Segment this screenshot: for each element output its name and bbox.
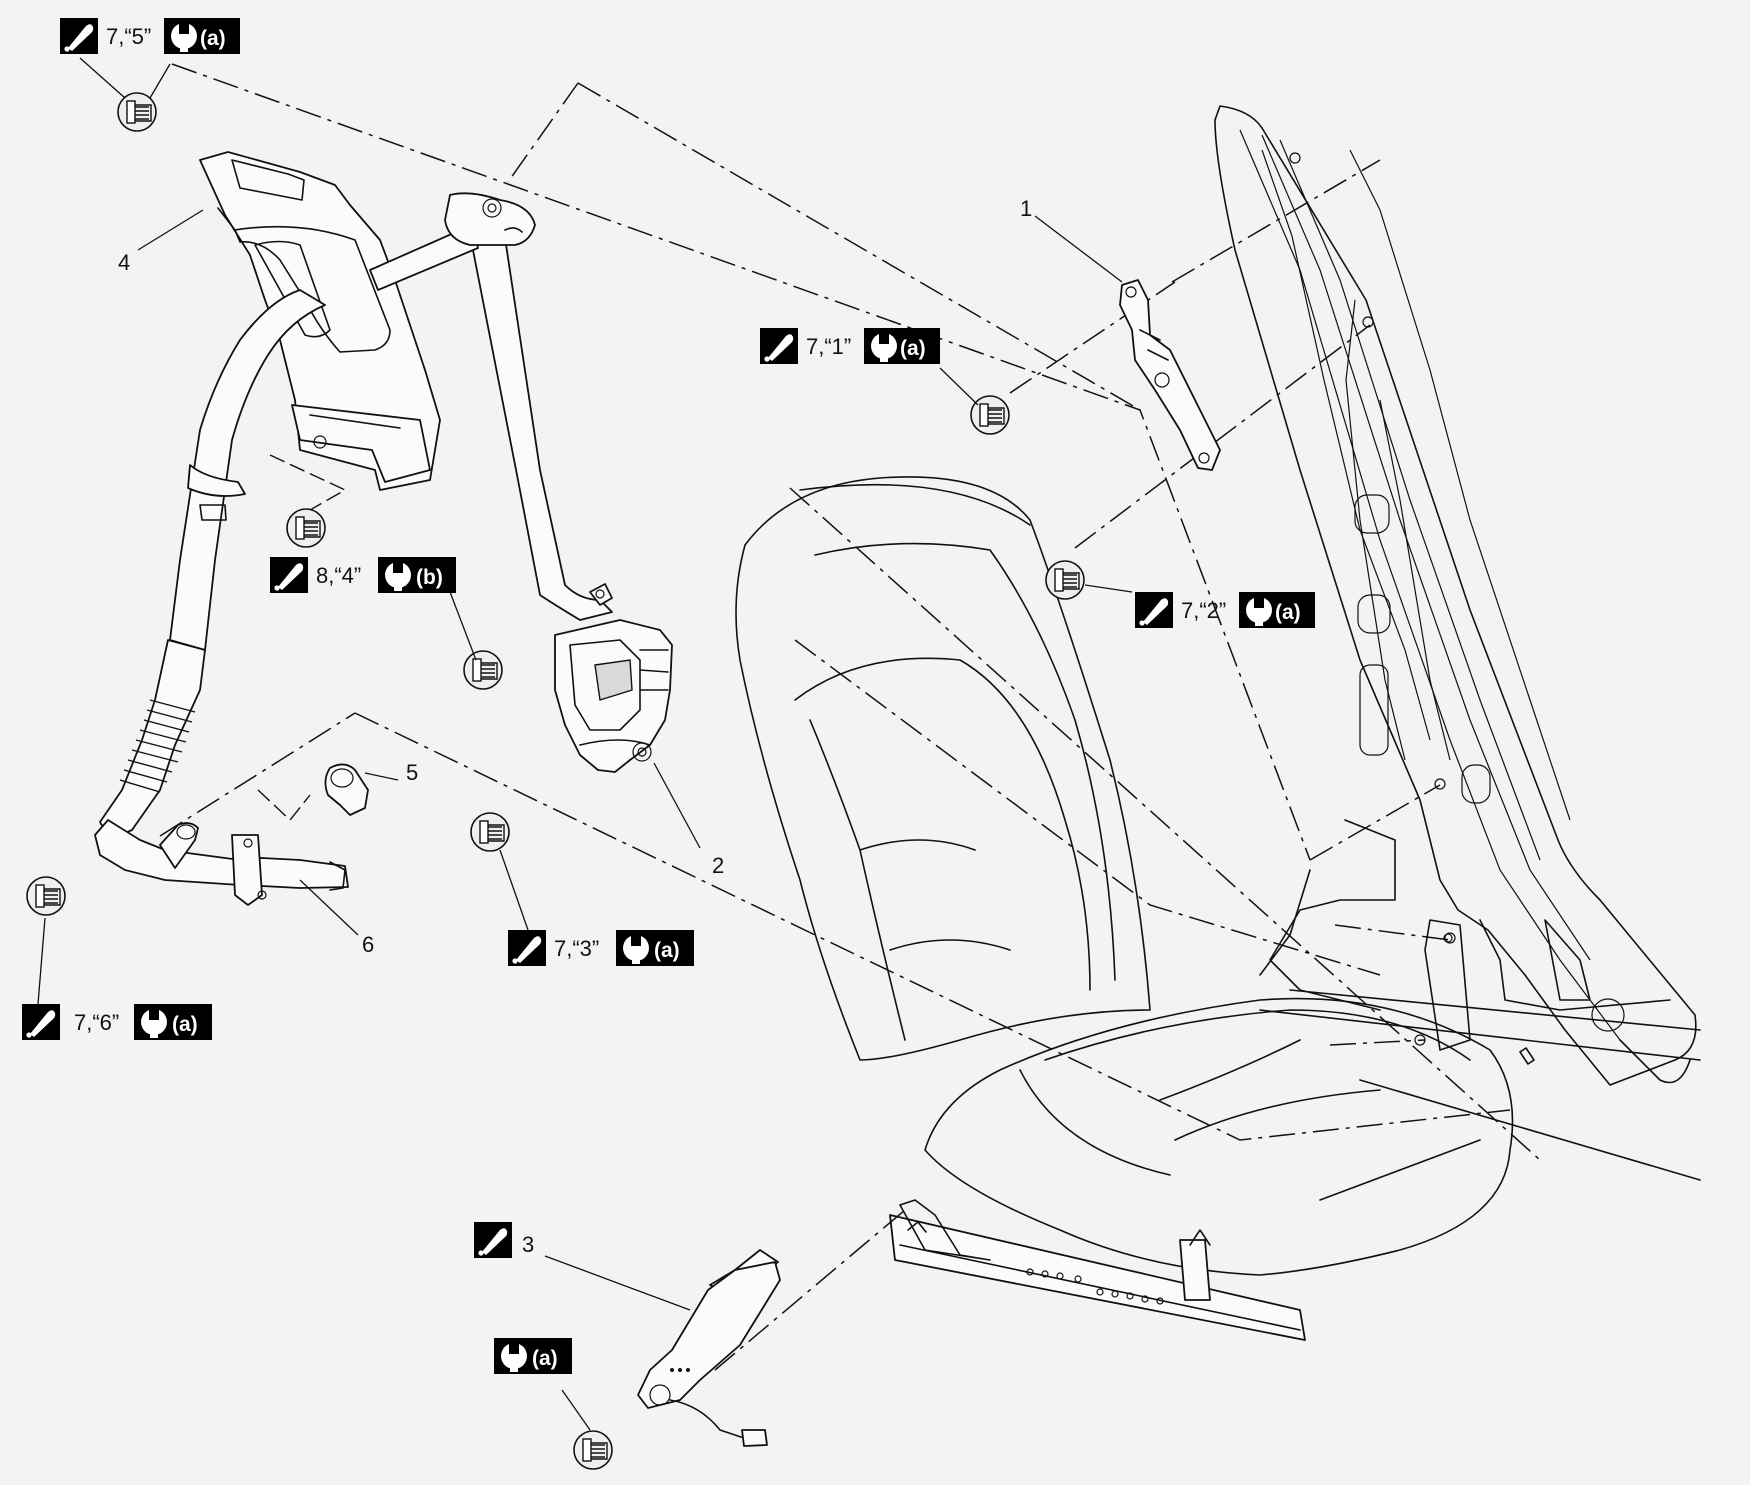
svg-text:(a): (a) [532, 1347, 558, 1370]
callout-6: 6 [362, 932, 374, 957]
spec-label-3: 7,“3” (a) [508, 930, 694, 966]
svg-text:(a): (a) [900, 337, 926, 360]
bolt-icon [970, 395, 1010, 435]
spec-label-2: 7,“2” (a) [1135, 592, 1315, 628]
callout-5: 5 [406, 760, 418, 785]
bolt-icon [1045, 560, 1085, 600]
alignment-lines [159, 63, 1541, 1371]
spec-label-6: 7,“6” (a) [22, 1004, 212, 1040]
bolt-icon [26, 876, 66, 916]
b-pillar-body [1214, 105, 1701, 1181]
svg-text:8,“4”: 8,“4” [316, 563, 361, 588]
belt-webbing [169, 224, 613, 651]
grease-apply-icon [60, 18, 98, 54]
callout-3: 3 [522, 1232, 534, 1257]
svg-text:(a): (a) [200, 27, 226, 50]
callout-1: 1 [1020, 196, 1032, 221]
svg-text:7,“1”: 7,“1” [806, 334, 851, 359]
spec-label-buckle-apply [474, 1222, 512, 1258]
callout-2: 2 [712, 853, 724, 878]
pillar-trim-panel [199, 151, 441, 491]
spec-label-5: 7,“5” (a) [60, 18, 240, 54]
leader-lines [37, 57, 1133, 1431]
height-adjuster [1119, 279, 1221, 471]
svg-text:7,“5”: 7,“5” [106, 24, 151, 49]
grease-apply-icon [270, 557, 308, 593]
svg-text:(b): (b) [416, 566, 443, 589]
spec-label-1: 7,“1” (a) [760, 328, 940, 364]
d-ring-anchor [444, 192, 536, 246]
svg-text:7,“3”: 7,“3” [554, 936, 599, 961]
callout-numbers: 1 2 3 4 5 6 [118, 196, 1032, 1257]
grease-apply-icon [508, 930, 546, 966]
bolt-icon [470, 812, 510, 852]
spec-label-4: 8,“4” (b) [270, 557, 456, 593]
lower-anchor-assembly [94, 639, 369, 906]
bolt-icon [286, 508, 326, 548]
seat-rail [889, 1199, 1306, 1341]
bolt-icon [573, 1430, 613, 1470]
svg-text:(a): (a) [172, 1013, 198, 1036]
buckle [637, 1249, 781, 1447]
svg-text:(a): (a) [1275, 601, 1301, 624]
svg-text:7,“6”: 7,“6” [74, 1010, 119, 1035]
grease-apply-icon [1135, 592, 1173, 628]
svg-text:7,“2”: 7,“2” [1181, 598, 1226, 623]
svg-text:(a): (a) [654, 939, 680, 962]
grease-apply-icon [22, 1004, 60, 1040]
bolt-icon [463, 650, 503, 690]
bolt-icon [117, 92, 157, 132]
grease-apply-icon [760, 328, 798, 364]
retractor [554, 583, 673, 773]
spec-label-buckle-torque: (a) [494, 1338, 572, 1374]
grease-apply-icon [474, 1222, 512, 1258]
callout-4: 4 [118, 250, 130, 275]
front-seat [735, 476, 1514, 1276]
